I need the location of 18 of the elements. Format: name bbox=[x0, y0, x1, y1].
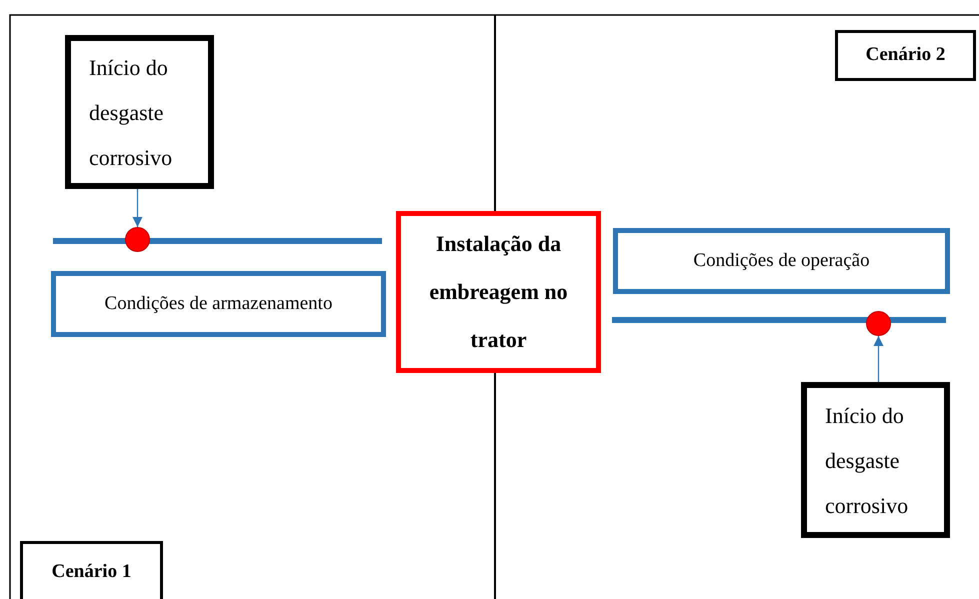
node-text: Cenário 1 bbox=[52, 560, 132, 584]
process-box bbox=[396, 211, 601, 373]
event-box bbox=[801, 382, 950, 538]
arrow bbox=[132, 189, 142, 227]
node-text: Início do desgaste corrosivo bbox=[825, 402, 910, 520]
scenario-label bbox=[835, 30, 976, 81]
node-text: Cenário 2 bbox=[866, 44, 946, 67]
event-dot bbox=[866, 311, 891, 336]
event-box bbox=[65, 35, 214, 189]
condition-box bbox=[51, 271, 386, 337]
node-text: Condições de armazenamento bbox=[104, 292, 332, 316]
node-text: Condições de operação bbox=[693, 250, 870, 272]
node-text: Instalação da embreagem no trator bbox=[428, 230, 569, 354]
event-dot bbox=[125, 227, 150, 252]
node-text: Início do desgaste corrosivo bbox=[89, 54, 174, 172]
condition-box bbox=[613, 228, 950, 294]
scenario-label bbox=[20, 541, 163, 599]
arrow bbox=[874, 336, 884, 382]
